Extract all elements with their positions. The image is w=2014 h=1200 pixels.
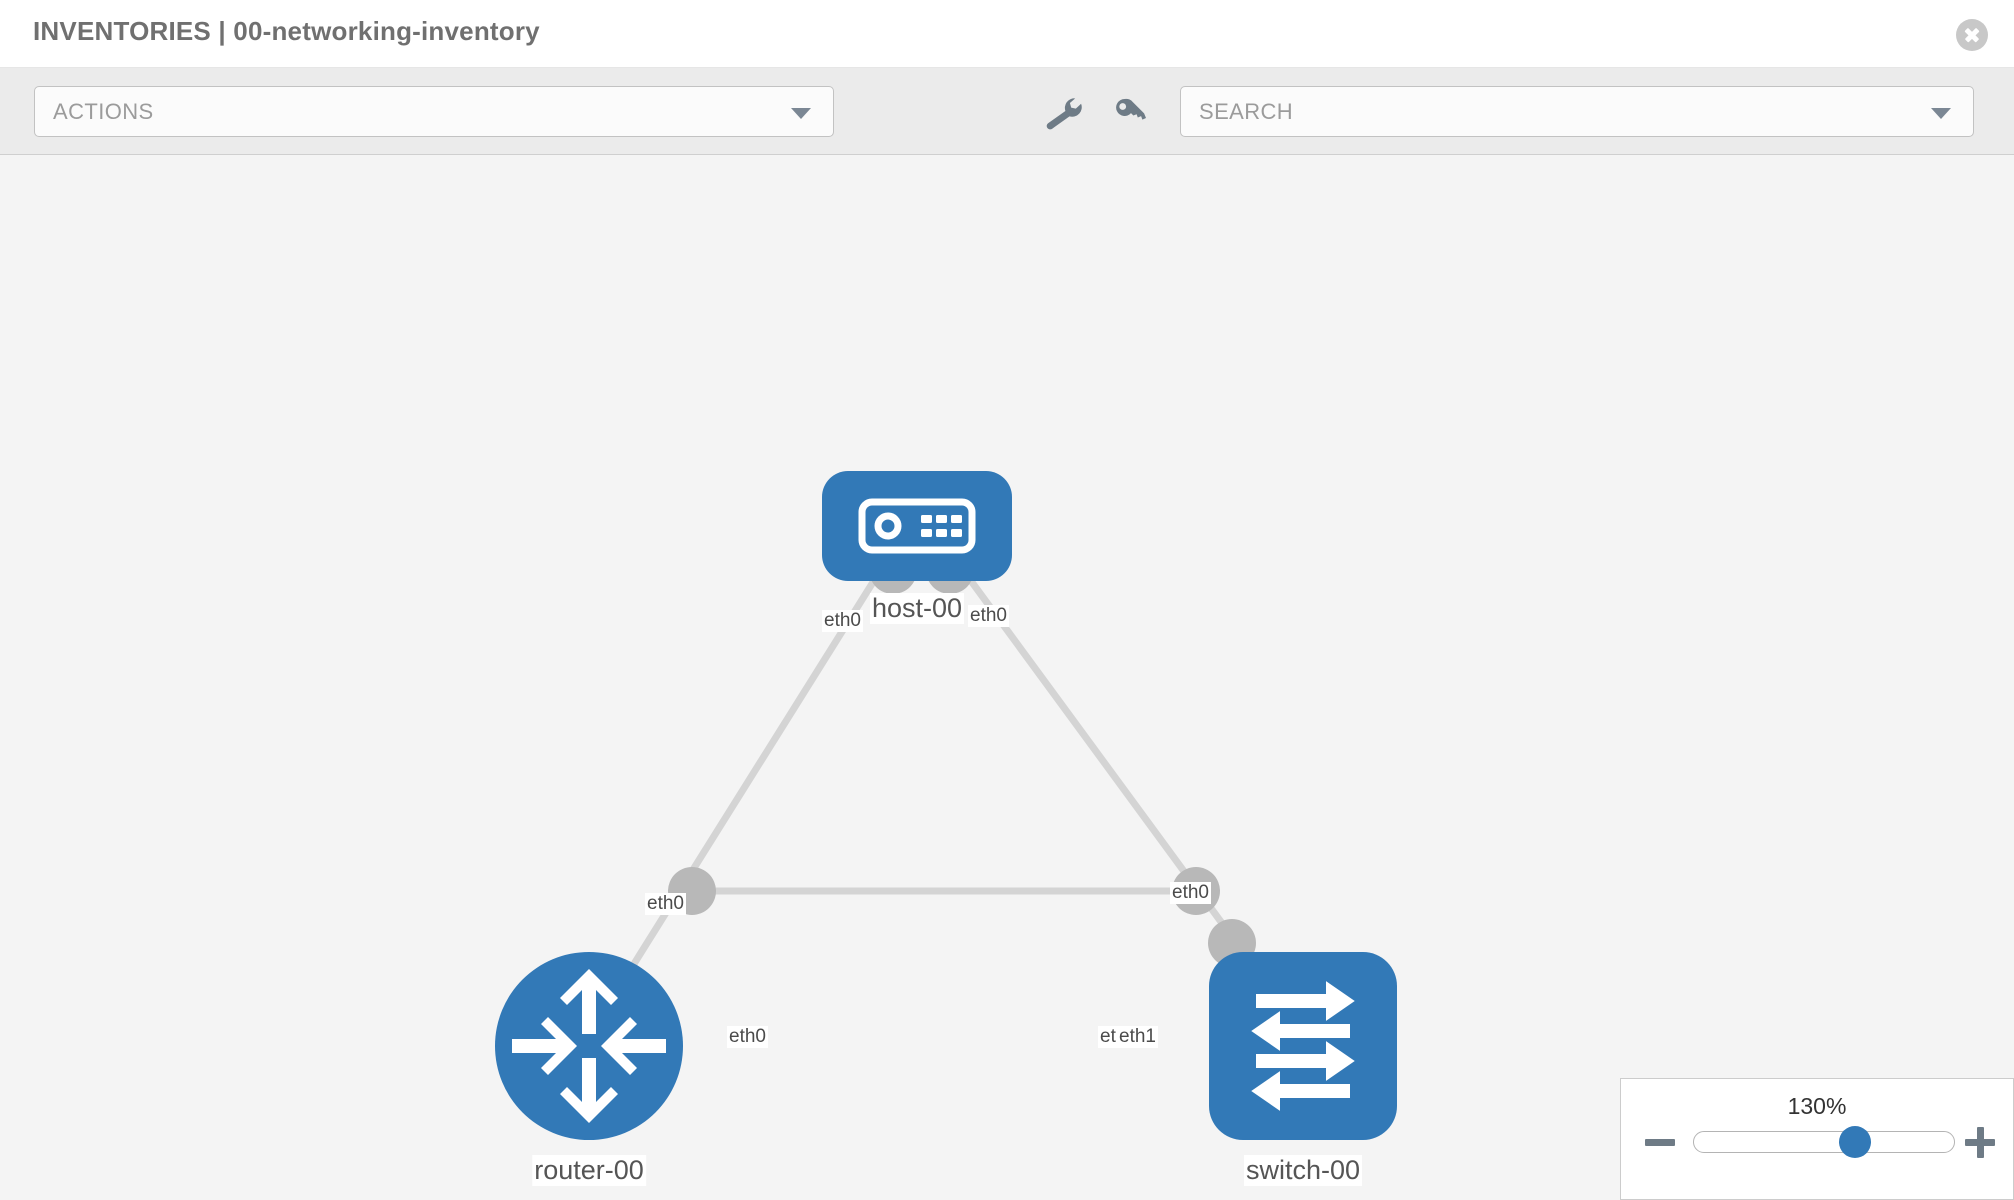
zoom-control-panel: 130% — [1620, 1078, 2014, 1200]
server-icon — [858, 498, 976, 554]
key-icon — [1116, 98, 1146, 120]
chevron-down-icon[interactable] — [1931, 107, 1951, 119]
wrench-button[interactable] — [1040, 94, 1084, 132]
actions-dropdown-label: ACTIONS — [53, 99, 154, 124]
zoom-level-value: 130% — [1787, 1093, 1847, 1119]
switch-arrows-icon — [1251, 981, 1355, 1111]
router-arrows-icon — [512, 969, 666, 1123]
toolbar: ACTIONS SEARCH — [0, 68, 2014, 155]
node-label-router-00: router-00 — [532, 1155, 646, 1186]
actions-dropdown[interactable]: ACTIONS — [34, 86, 834, 137]
search-placeholder: SEARCH — [1199, 99, 1294, 124]
node-router-00 — [495, 952, 683, 1140]
close-icon[interactable] — [1956, 19, 1988, 51]
chevron-down-icon — [791, 107, 811, 119]
zoom-slider[interactable] — [1693, 1126, 1955, 1158]
page-header: INVENTORIES | 00-networking-inventory — [0, 0, 2014, 68]
zoom-slider-thumb[interactable] — [1839, 1126, 1872, 1158]
iface-label-switch-up: eth0 — [1170, 882, 1211, 904]
wrench-icon — [1046, 98, 1082, 130]
node-label-host-00: host-00 — [869, 593, 965, 624]
search-input[interactable]: SEARCH — [1180, 86, 1974, 137]
node-label-switch-00: switch-00 — [1243, 1155, 1363, 1186]
topology-graph — [495, 471, 1397, 1140]
iface-label-host-right: eth0 — [968, 605, 1009, 627]
iface-label-switch-left-b: eth1 — [1117, 1026, 1158, 1048]
page-title: INVENTORIES | 00-networking-inventory — [33, 16, 540, 46]
zoom-in-button[interactable] — [1963, 1125, 1997, 1159]
node-host-00 — [822, 471, 1012, 581]
node-switch-00 — [1209, 952, 1397, 1140]
iface-label-router-up: eth0 — [645, 893, 686, 915]
iface-label-host-left: eth0 — [822, 610, 863, 632]
key-button[interactable] — [1108, 94, 1152, 132]
zoom-out-button[interactable] — [1643, 1125, 1677, 1159]
iface-label-router-right: eth0 — [727, 1026, 768, 1048]
topology-canvas[interactable]: eth0 eth0 eth0 eth0 eth0 eth0 eth1 host-… — [0, 155, 2014, 1200]
